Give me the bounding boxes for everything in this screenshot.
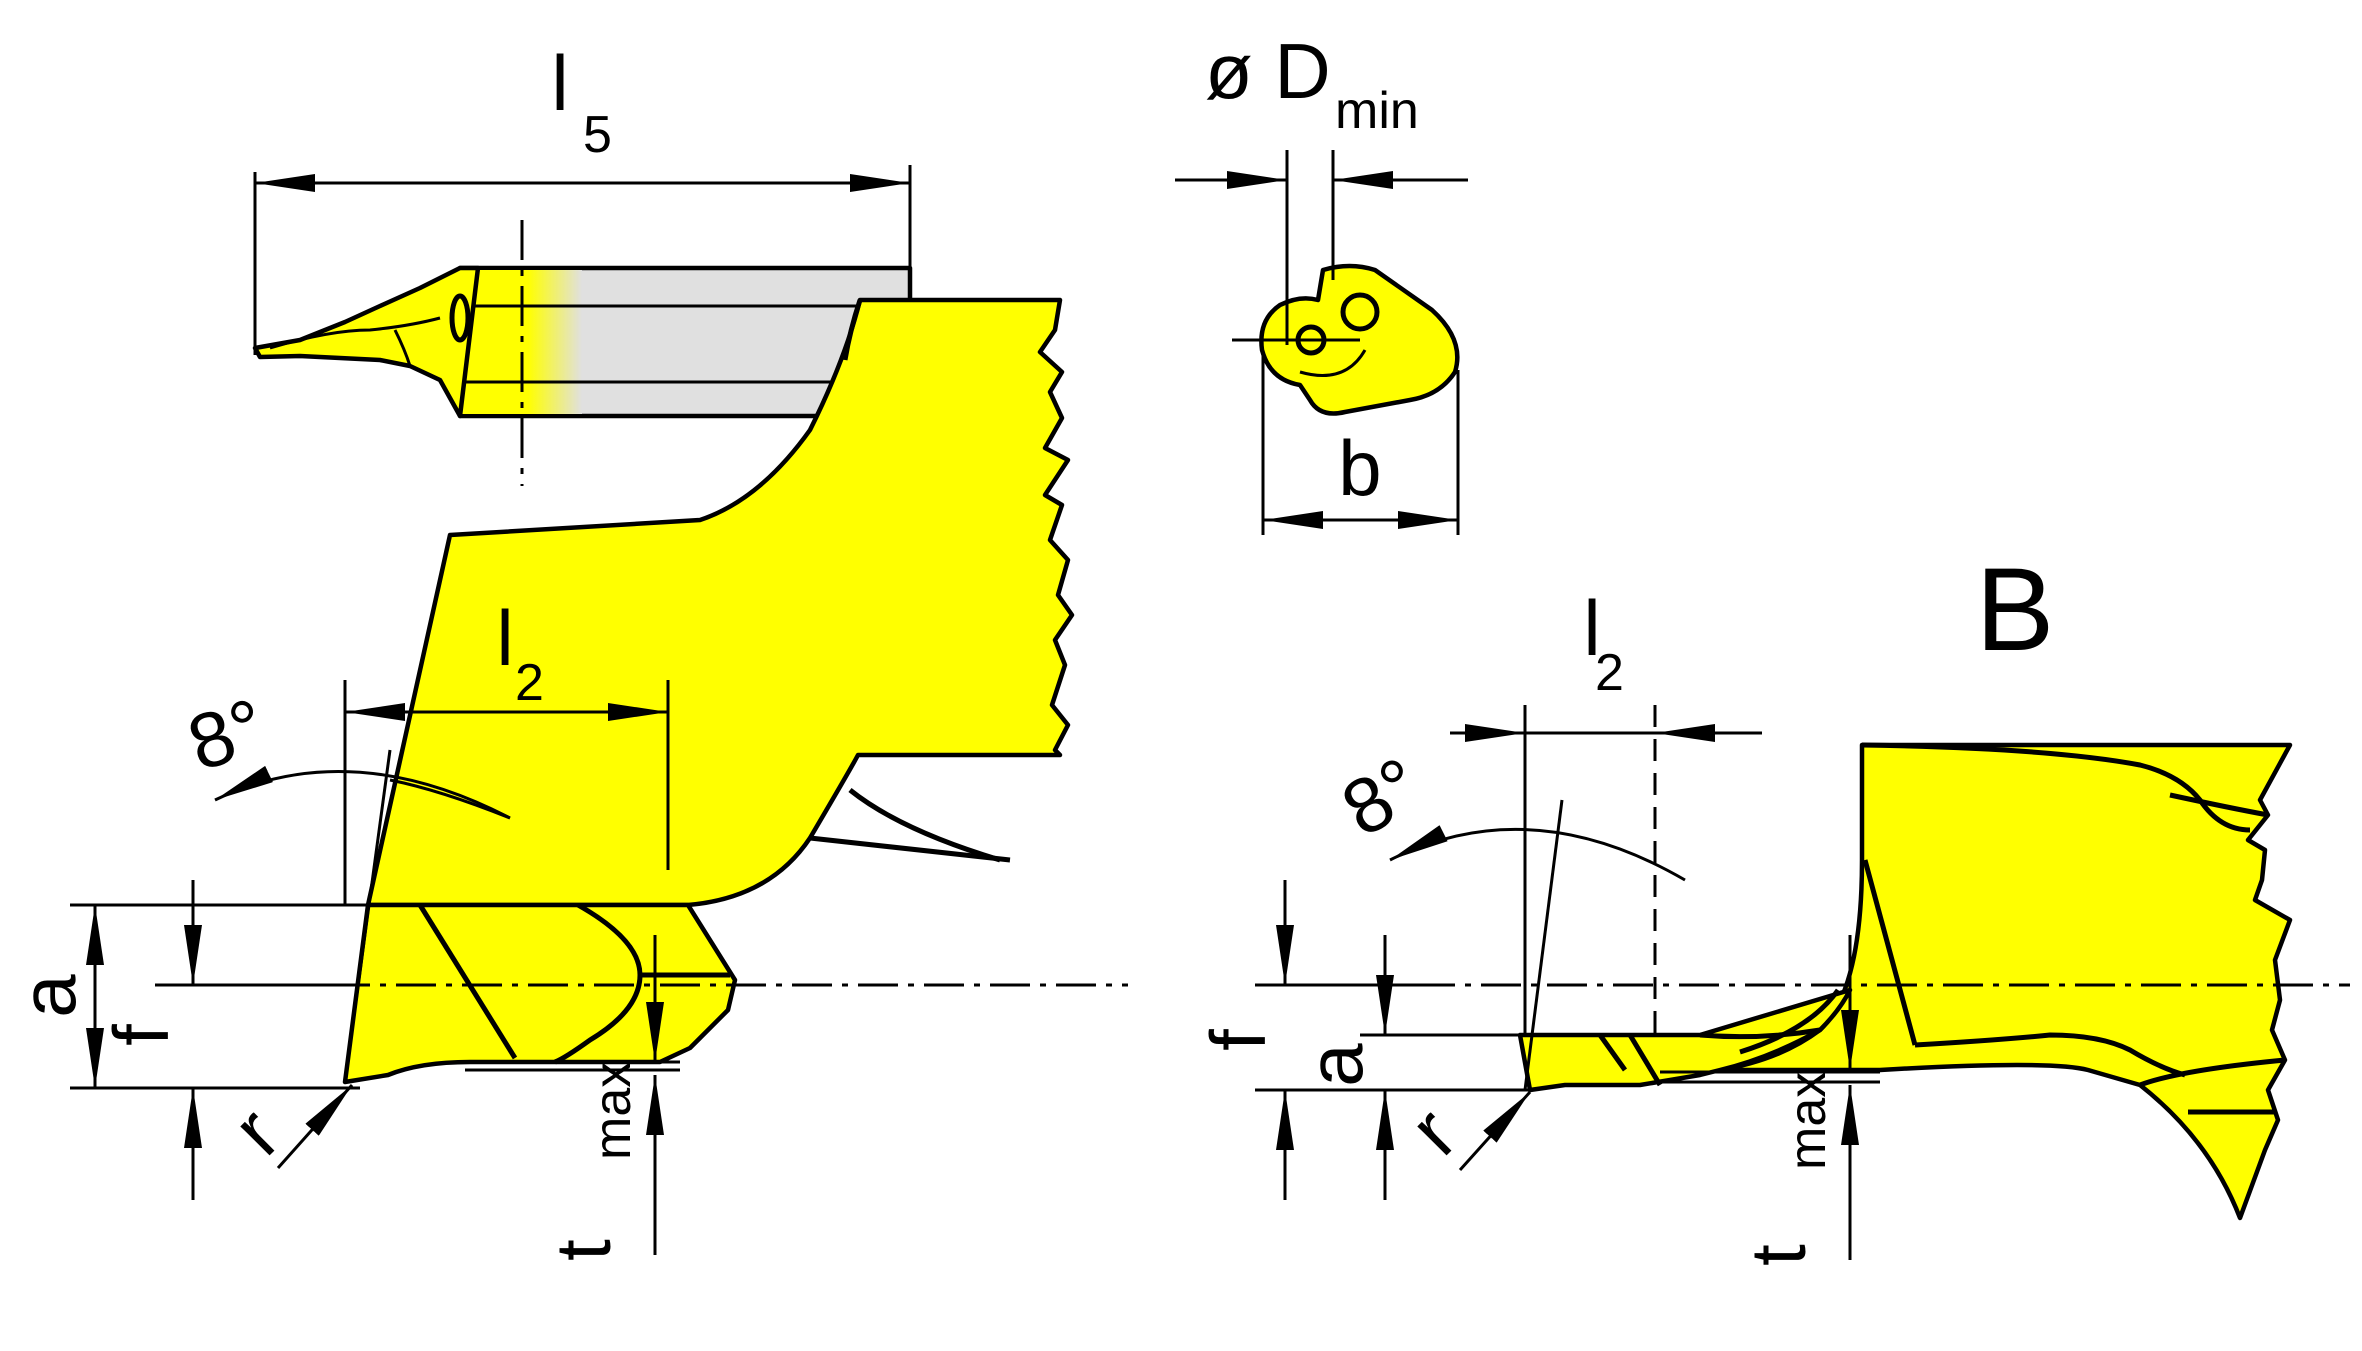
view-b-a-label: a: [1291, 1043, 1379, 1087]
view-b-t-subscript: max: [1779, 1072, 1837, 1170]
view-b-l2-label: l: [1583, 584, 1600, 672]
view-a-tip: [342, 902, 738, 1085]
view-a-angle-label: 8°: [178, 681, 276, 788]
view-a-t-label: t: [539, 1239, 627, 1261]
view-a-r-label: r: [216, 1091, 297, 1172]
view-b-angle-label: 8°: [1327, 740, 1436, 853]
view-a: A l 2 8° a f r: [4, 297, 1128, 1261]
view-b-l2-subscript: 2: [1595, 644, 1624, 702]
view-a-t-subscript: max: [584, 1062, 642, 1160]
end-view: ø D min b: [1175, 27, 1468, 535]
view-a-f-label: f: [97, 1024, 185, 1046]
l5-label: l: [551, 39, 568, 127]
view-b-title: B: [1976, 544, 2055, 676]
view-a-l2-subscript: 2: [515, 654, 544, 712]
b-label: b: [1338, 424, 1381, 512]
coolant-hole: [1340, 292, 1380, 332]
view-a-body: [365, 297, 1075, 908]
l5-subscript: 5: [583, 106, 612, 164]
view-b-f-label: f: [1194, 1029, 1282, 1051]
view-b: B l 2 8° f a: [1194, 544, 2350, 1266]
view-b-r-label: r: [1393, 1091, 1474, 1172]
dmin-label: ø D: [1205, 27, 1331, 115]
dmin-subscript: min: [1335, 82, 1419, 140]
tool-neck: [252, 265, 481, 419]
view-b-tip: [1517, 987, 1853, 1093]
side-view: l 5: [252, 39, 913, 486]
view-b-t-label: t: [1734, 1244, 1822, 1266]
view-a-l2-label: l: [496, 594, 513, 682]
view-a-a-label: a: [4, 974, 92, 1018]
